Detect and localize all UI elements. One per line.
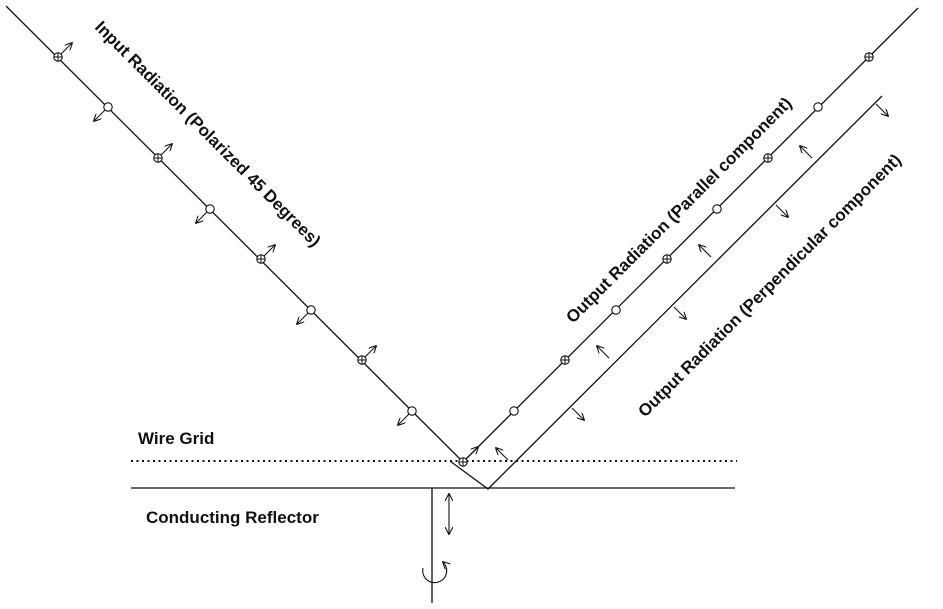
polarization-cross-circle-icon (153, 153, 163, 163)
arrow-icon (94, 109, 106, 121)
arrow-icon (398, 413, 410, 425)
wire-grid-label: Wire Grid (138, 429, 214, 448)
rotation-arrow-icon (422, 562, 447, 584)
parallel-output-beam (462, 7, 919, 463)
perpendicular-beam-path (449, 95, 883, 490)
polarization-circle-icon (407, 406, 417, 416)
polarization-cross-circle-icon (256, 254, 266, 264)
arrow-icon (673, 306, 686, 319)
polarization-circle-icon (611, 305, 621, 315)
polarization-circle-icon (813, 102, 823, 112)
polarization-circle-icon (103, 102, 113, 112)
input-radiation-label: Input Radiation (Polarized 45 Degrees) (91, 17, 324, 250)
polarization-circle-icon (509, 406, 519, 416)
polarization-cross-circle-icon (864, 52, 874, 62)
polarization-circle-icon (712, 204, 722, 214)
arrow-icon (597, 346, 610, 359)
arrow-icon (297, 312, 309, 324)
polarization-cross-circle-icon (662, 254, 672, 264)
arrow-icon (60, 43, 72, 55)
parallel-markers (509, 52, 874, 416)
arrow-icon (160, 144, 172, 156)
polarization-cross-circle-icon (357, 355, 367, 365)
input-markers (53, 43, 478, 467)
perpendicular-output-label: Output Radiation (Perpendicular componen… (634, 150, 905, 421)
input-beam (5, 5, 464, 463)
arrow-icon (496, 448, 509, 461)
polarization-cross-circle-icon (763, 153, 773, 163)
arrow-icon (875, 103, 888, 116)
polarization-cross-circle-icon (560, 355, 570, 365)
arrow-icon (364, 346, 376, 358)
arrow-icon (465, 447, 478, 460)
arrow-icon (196, 211, 208, 223)
arrow-icon (699, 245, 712, 258)
arrow-icon (775, 204, 788, 217)
arrow-icon (800, 146, 813, 159)
perpendicular-markers (496, 103, 888, 461)
polarization-cross-circle-icon (53, 52, 63, 62)
arrow-icon (263, 245, 275, 257)
arrow-icon (571, 407, 584, 420)
polarization-circle-icon (205, 204, 215, 214)
polarization-cross-circle-icon (458, 457, 468, 467)
polarization-circle-icon (306, 305, 316, 315)
conducting-reflector-label: Conducting Reflector (146, 508, 319, 527)
